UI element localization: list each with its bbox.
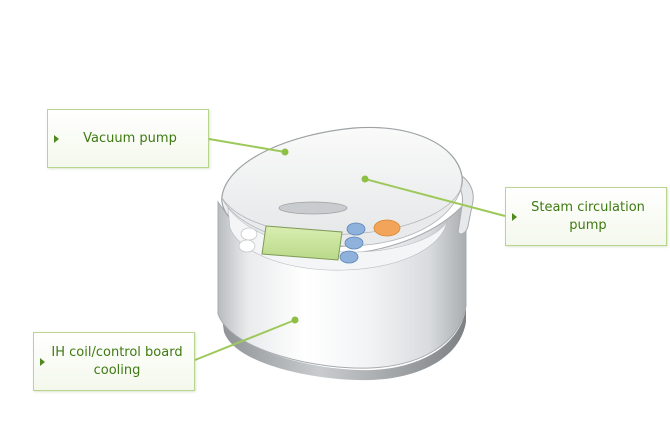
leader-dot-vacuum-pump bbox=[281, 148, 289, 156]
lid-handle bbox=[278, 201, 348, 215]
cooker-base bbox=[222, 308, 466, 381]
leader-line-steam-pump bbox=[364, 178, 506, 217]
callout-steam-circulation-pump: Steam circulation pump bbox=[505, 187, 667, 246]
left-button-top bbox=[240, 227, 258, 241]
leader-dot-ih-coil bbox=[291, 316, 299, 324]
orange-start-button bbox=[373, 219, 401, 237]
leader-line-vacuum-pump bbox=[208, 138, 286, 153]
callout-label: Steam circulation pump bbox=[531, 199, 645, 233]
callout-label: Vacuum pump bbox=[83, 130, 177, 146]
blue-button-bottom bbox=[339, 250, 359, 264]
callout-arrow-icon bbox=[54, 134, 59, 143]
callout-arrow-icon bbox=[512, 212, 517, 221]
leader-dot-steam-pump bbox=[361, 175, 369, 183]
leader-line-ih-coil bbox=[194, 319, 296, 361]
left-button-bottom bbox=[238, 239, 256, 253]
blue-button-top bbox=[346, 222, 366, 236]
callout-vacuum-pump: Vacuum pump bbox=[47, 109, 209, 168]
callout-ih-coil-cooling: IH coil/control board cooling bbox=[33, 332, 195, 391]
callout-arrow-icon bbox=[40, 357, 45, 366]
blue-button-middle bbox=[344, 236, 364, 250]
lcd-display bbox=[261, 225, 343, 261]
callout-label: IH coil/control board cooling bbox=[51, 344, 183, 378]
